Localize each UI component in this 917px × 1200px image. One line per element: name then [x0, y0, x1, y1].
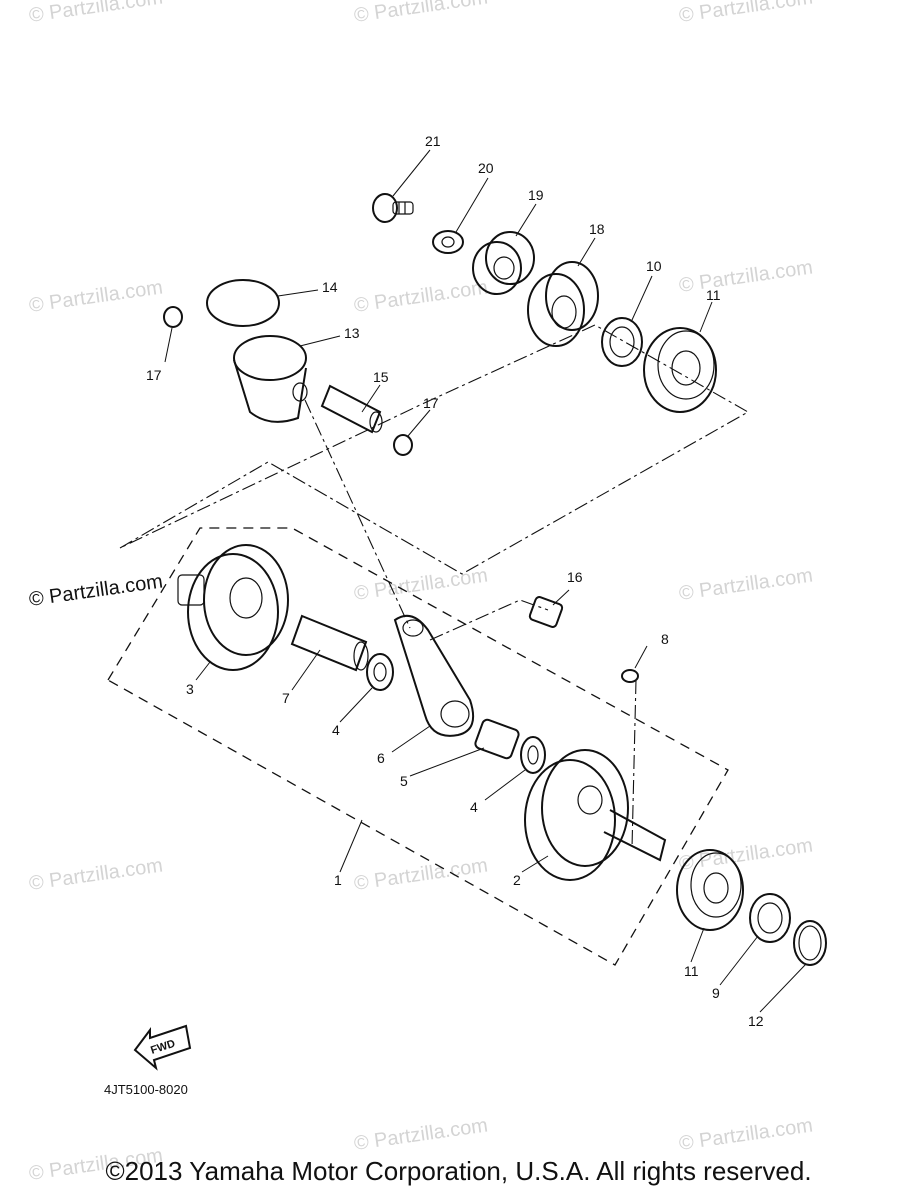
- watermark: © Partzilla.com: [678, 256, 815, 297]
- crankshaft-assembly-boundary: [107, 527, 729, 966]
- piston-pin-part: [320, 384, 383, 434]
- watermark: © Partzilla.com: [353, 1114, 490, 1155]
- watermark: © Partzilla.com: [353, 854, 490, 895]
- callout-6: 6: [377, 750, 385, 766]
- callout-10: 10: [646, 258, 662, 274]
- bolt-part: [372, 193, 414, 223]
- watermark: © Partzilla.com: [28, 276, 165, 317]
- watermark: © Partzilla.com: [678, 1114, 815, 1155]
- callout-18: 18: [589, 221, 605, 237]
- watermark-strong: © Partzilla.com: [28, 570, 165, 611]
- assembly-outlines: [107, 324, 750, 966]
- watermark: © Partzilla.com: [28, 0, 165, 27]
- connecting-rod-part: [393, 614, 474, 737]
- forward-arrow-icon: FWD: [133, 1024, 192, 1071]
- watermark: © Partzilla.com: [678, 0, 815, 27]
- small-end-bearing-part: [528, 596, 564, 628]
- callout-17-left: 17: [146, 367, 162, 383]
- bearing-upper-part: [643, 327, 717, 413]
- watermark: © Partzilla.com: [678, 564, 815, 605]
- callout-16: 16: [567, 569, 583, 585]
- oil-seal-part: [601, 317, 643, 367]
- callout-5: 5: [400, 773, 408, 789]
- callout-12: 12: [748, 1013, 764, 1029]
- watermark: © Partzilla.com: [353, 276, 490, 317]
- callout-13: 13: [344, 325, 360, 341]
- drive-gear-part: [472, 231, 535, 295]
- diagram-code: 4JT5100-8020: [104, 1082, 188, 1097]
- thrust-washer-part-lower: [520, 736, 546, 774]
- callout-14: 14: [322, 279, 338, 295]
- crank-half-left-part: [177, 544, 289, 671]
- callout-9: 9: [712, 985, 720, 1001]
- watermark: © Partzilla.com: [353, 0, 490, 27]
- callout-20: 20: [478, 160, 494, 176]
- retaining-ring-part: [793, 920, 827, 966]
- callout-1: 1: [334, 872, 342, 888]
- bearing-link-line: [429, 599, 549, 641]
- callout-8: 8: [661, 631, 669, 647]
- rod-link-line: [304, 399, 411, 629]
- piston-group-boundary: [119, 324, 750, 575]
- watermarks: © Partzilla.com © Partzilla.com © Partzi…: [28, 0, 815, 1185]
- piston-part: [233, 335, 308, 423]
- piston-ring-part: [206, 279, 280, 327]
- callout-2: 2: [513, 872, 521, 888]
- bearing-lower-part: [676, 849, 744, 931]
- callout-4-lower: 4: [470, 799, 478, 815]
- oil-seal-lower-part: [749, 893, 791, 943]
- watermark: © Partzilla.com: [28, 854, 165, 895]
- leader-lines: [164, 149, 807, 1013]
- callout-19: 19: [528, 187, 544, 203]
- watermark: © Partzilla.com: [678, 834, 815, 875]
- callout-7: 7: [282, 690, 290, 706]
- thrust-washer-part-upper: [366, 653, 394, 691]
- callout-15: 15: [373, 369, 389, 385]
- callout-11-lower: 11: [684, 963, 699, 979]
- crank-pin-part: [290, 614, 369, 672]
- callout-labels: 21 20 19 18 10 11 14 13 17 15 17 16 8 3 …: [146, 133, 764, 1029]
- crank-half-right-part: [524, 749, 667, 881]
- washer-part: [432, 230, 464, 254]
- woodruff-key-part: [621, 669, 639, 683]
- callout-3: 3: [186, 681, 194, 697]
- copyright-notice: ©2013 Yamaha Motor Corporation, U.S.A. A…: [105, 1156, 812, 1186]
- clip-part-upper: [163, 306, 183, 328]
- key-link-line: [631, 679, 637, 849]
- callout-21: 21: [425, 133, 441, 149]
- callout-17-right: 17: [423, 395, 439, 411]
- parts: FWD: [133, 193, 827, 1071]
- rotor-part: [527, 261, 599, 347]
- callout-4-upper: 4: [332, 722, 340, 738]
- clip-part-lower: [393, 434, 413, 456]
- big-end-bearing-part: [474, 718, 520, 760]
- callout-11-upper: 11: [706, 287, 721, 303]
